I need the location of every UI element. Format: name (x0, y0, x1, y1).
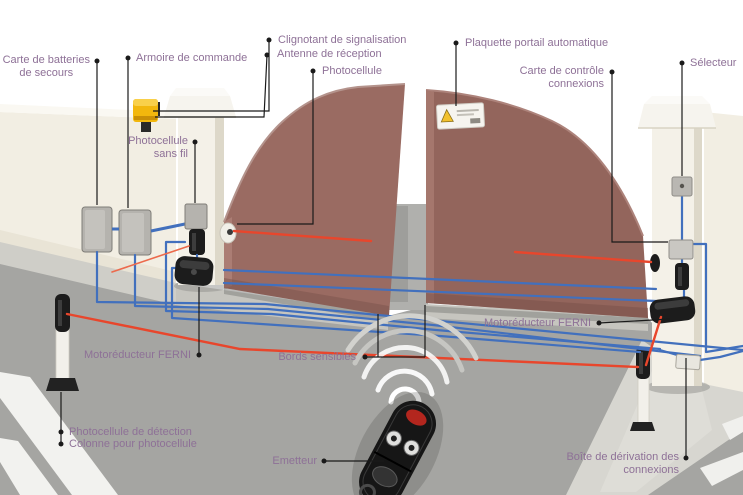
right-photocell-column (630, 347, 655, 431)
label-motoreducteur-gauche: Motoréducteur FERNI (84, 349, 191, 361)
label-plaquette: Plaquette portail automatique (465, 37, 609, 49)
backup-battery-box (81, 206, 113, 253)
right-wall (704, 112, 743, 397)
label-armoire-de-commande: Armoire de commande (136, 52, 248, 64)
label-photocellule: Photocellule (322, 65, 382, 77)
remote-key-ring (358, 483, 376, 495)
label-carte-batteries: Carte de batteries de secours (2, 54, 90, 79)
remote-red-button (406, 409, 427, 426)
label-bords-sensibles: Bords sensibles (278, 351, 356, 363)
label-boite-derivation: Boîte de dérivation des connexions (566, 451, 679, 476)
photocell-beams (65, 229, 663, 369)
label-antenne: Antenne de réception (277, 48, 382, 60)
label-emetteur: Emetteur (272, 455, 317, 467)
label-colonne: Colonne pour photocellule (69, 438, 197, 450)
right-gate-leaf (425, 89, 648, 324)
label-clignotant: Clignotant de signalisation (278, 34, 407, 46)
gear-motor-left (174, 256, 214, 286)
gate-photocell-right (650, 254, 689, 290)
left-photocell-column (46, 294, 79, 391)
remote-transmitter (351, 391, 444, 495)
label-photocellule-detection: Photocellule de détection (69, 426, 192, 438)
road (0, 246, 743, 495)
flasher-light (133, 99, 160, 132)
label-connectors (60, 40, 687, 462)
radio-waves (345, 313, 479, 407)
label-carte-controle: Carte de contrôle connexions (519, 65, 604, 90)
junction-box (675, 353, 701, 371)
wireless-photocell (184, 203, 208, 255)
label-photocellule-sans-fil: Photocellule sans fil (128, 135, 188, 160)
connection-control-card-box (668, 239, 694, 260)
label-motoreducteur-droit: Motoréducteur FERNI (484, 317, 591, 329)
gate-photocell-left (219, 222, 237, 244)
control-cabinet-box (118, 209, 152, 256)
label-selecteur: Sélecteur (690, 57, 737, 69)
label-dots (58, 37, 689, 464)
warning-plaque (436, 102, 485, 130)
box-link-wires (112, 222, 186, 233)
selector-box (671, 176, 693, 197)
